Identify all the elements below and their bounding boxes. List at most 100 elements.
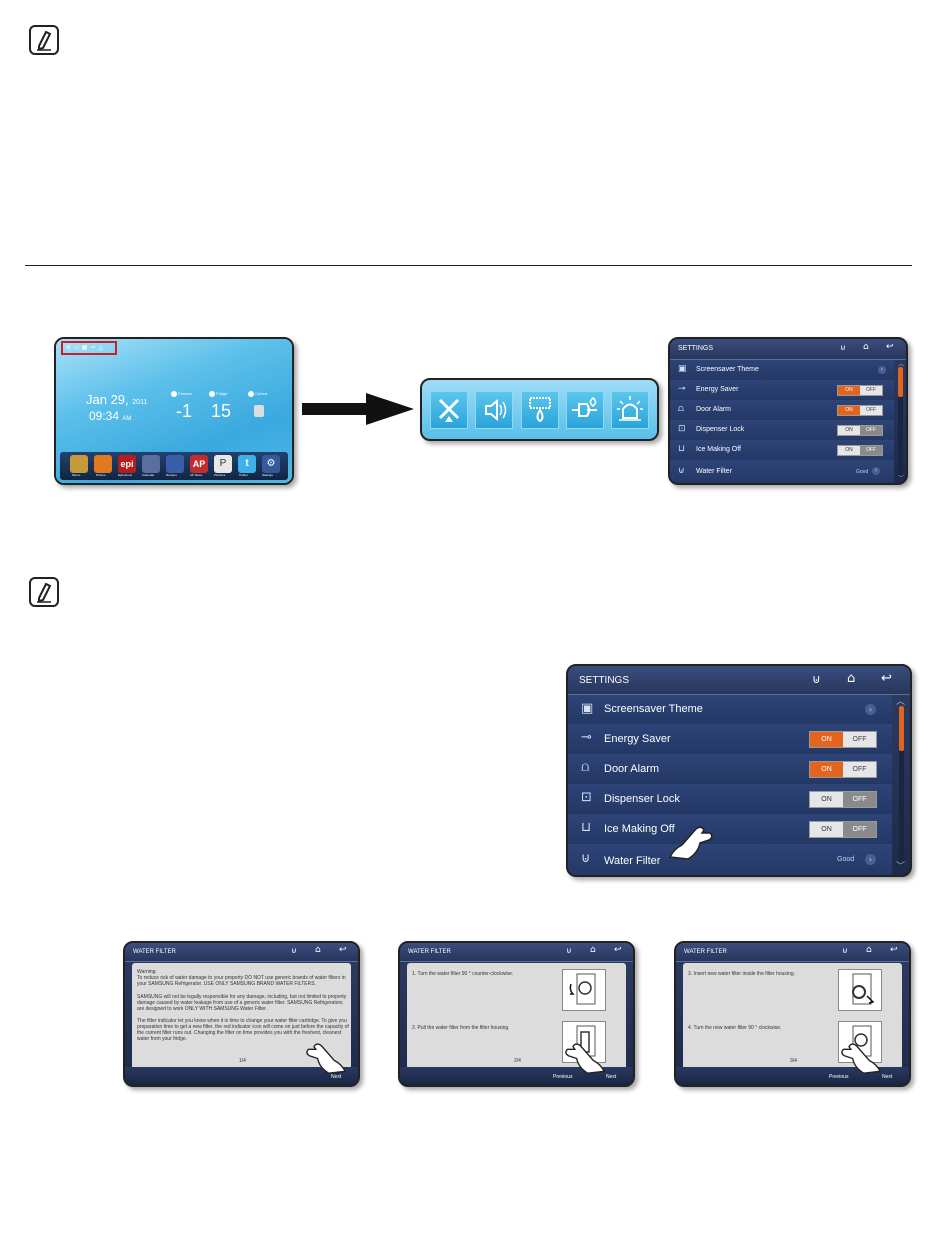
scroll-up-icon[interactable]: ︿ bbox=[895, 697, 905, 707]
section-divider bbox=[25, 265, 912, 266]
back-icon[interactable]: ↩ bbox=[890, 945, 898, 955]
home-icon[interactable]: ⌂ bbox=[866, 945, 872, 955]
row-label: Dispenser Lock bbox=[696, 426, 745, 433]
pointing-hand-icon bbox=[668, 826, 713, 860]
row-label: Screensaver Theme bbox=[696, 366, 759, 373]
step-2-text: 2. Pull the water filter from the filter… bbox=[412, 1025, 510, 1031]
step-1-illustration bbox=[562, 969, 606, 1011]
previous-button[interactable]: Previous bbox=[829, 1074, 849, 1080]
memo-icon[interactable] bbox=[70, 455, 88, 473]
water-filter-icon[interactable]: ⊍ bbox=[566, 946, 572, 955]
fridge-label: Fridge bbox=[209, 391, 227, 397]
wf-title: WATER FILTER bbox=[408, 949, 451, 955]
home-icon[interactable]: ⌂ bbox=[863, 342, 869, 352]
step-4-text: 4. Turn the new water filter 90 ° clockw… bbox=[688, 1025, 782, 1031]
next-button[interactable]: Next bbox=[882, 1074, 893, 1080]
twitter-icon[interactable]: t bbox=[238, 455, 256, 473]
ap-news-icon[interactable]: AP bbox=[190, 455, 208, 473]
pandora-icon[interactable]: P bbox=[214, 455, 232, 473]
scroll-down-icon[interactable]: ﹀ bbox=[897, 475, 904, 482]
row-label: Ice Making Off bbox=[696, 446, 742, 453]
water-filter-icon[interactable]: ⊍ bbox=[812, 672, 821, 686]
chevron-right-icon[interactable]: › bbox=[865, 854, 876, 865]
water-filter-icon[interactable]: ⊍ bbox=[842, 946, 848, 955]
settings-title: SETTINGS bbox=[678, 345, 714, 352]
scrollbar[interactable] bbox=[899, 706, 904, 866]
water-filter-icon: ⊍ bbox=[581, 851, 591, 866]
back-icon[interactable]: ↩ bbox=[886, 342, 894, 352]
note-icon bbox=[29, 577, 59, 607]
calendar-icon[interactable] bbox=[142, 455, 160, 473]
water-filter-icon: ⊍ bbox=[678, 466, 685, 476]
warning-paragraph-2: SAMSUNG will not be legally responsible … bbox=[137, 994, 347, 1012]
row-label: Dispenser Lock bbox=[604, 793, 680, 805]
home-icon[interactable]: ⌂ bbox=[590, 945, 596, 955]
settings-row-screensaver[interactable]: ▣ Screensaver Theme › bbox=[568, 695, 892, 725]
app-label: Calendar bbox=[142, 473, 155, 477]
back-icon[interactable]: ↩ bbox=[339, 945, 347, 955]
energy-saver-icon: ⊸ bbox=[678, 384, 686, 394]
screensaver-icon: ▣ bbox=[581, 701, 594, 716]
chevron-right-icon[interactable]: › bbox=[878, 366, 886, 374]
scroll-up-icon[interactable]: ︿ bbox=[897, 361, 904, 368]
settings-row-screensaver[interactable]: ▣ Screensaver Theme › bbox=[670, 360, 894, 381]
wf-footer: Previous Next bbox=[400, 1067, 633, 1085]
water-filter-screen-2: WATER FILTER ⊍ ⌂ ↩ 1. Turn the water fil… bbox=[398, 941, 635, 1087]
app-label: Settings bbox=[262, 473, 273, 477]
water-filter-icon[interactable]: ⊍ bbox=[840, 343, 846, 352]
app-label: Twitter bbox=[239, 473, 248, 477]
app-label: Memo bbox=[72, 473, 81, 477]
photos-icon[interactable] bbox=[94, 455, 112, 473]
warning-paragraph-3: The filter indicator let you know when i… bbox=[137, 1018, 349, 1042]
epicurious-icon[interactable]: epi bbox=[118, 455, 136, 473]
status-bar-highlight bbox=[61, 341, 117, 355]
wf-title: WATER FILTER bbox=[133, 949, 176, 955]
home-icon[interactable]: ⌂ bbox=[315, 945, 321, 955]
chevron-right-icon[interactable]: › bbox=[872, 467, 880, 475]
back-icon[interactable]: ↩ bbox=[614, 945, 622, 955]
ice-icon: ⊔ bbox=[678, 444, 686, 454]
recipes-icon[interactable] bbox=[166, 455, 184, 473]
warning-paragraph-1: To reduce risk of water damage to your p… bbox=[137, 975, 346, 987]
scrollbar-thumb[interactable] bbox=[898, 367, 903, 397]
settings-row-water-filter[interactable]: ⊍ Water Filter Good › bbox=[568, 844, 892, 875]
pointing-hand-icon bbox=[841, 1043, 882, 1074]
chevron-right-icon[interactable]: › bbox=[865, 704, 876, 715]
settings-row-water-filter[interactable]: ⊍ Water Filter Good › bbox=[670, 460, 894, 483]
next-button[interactable]: Next bbox=[331, 1074, 342, 1080]
row-label: Door Alarm bbox=[604, 763, 660, 775]
lock-icon: ⊡ bbox=[581, 790, 592, 805]
previous-button[interactable]: Previous bbox=[553, 1074, 573, 1080]
freezer-temp: -1 bbox=[176, 401, 193, 421]
wf-footer: Next bbox=[125, 1067, 358, 1085]
wf-header: WATER FILTER ⊍ ⌂ ↩ bbox=[400, 943, 633, 962]
scrollbar[interactable] bbox=[898, 367, 903, 477]
home-icon[interactable]: ⌂ bbox=[847, 671, 856, 686]
scroll-down-icon[interactable]: ﹀ bbox=[895, 862, 905, 872]
next-button[interactable]: Next bbox=[606, 1074, 617, 1080]
water-filter-icon[interactable]: ⊍ bbox=[291, 946, 297, 955]
ice-off-icon bbox=[430, 391, 468, 429]
lock-icon: ⊡ bbox=[678, 424, 686, 434]
back-icon[interactable]: ↩ bbox=[881, 671, 892, 686]
settings-icon[interactable]: ⚙ bbox=[262, 455, 280, 473]
scrollbar-thumb[interactable] bbox=[899, 706, 904, 751]
app-label: Recipes bbox=[166, 473, 177, 477]
door-alarm-icon: ⩍ bbox=[581, 760, 590, 775]
